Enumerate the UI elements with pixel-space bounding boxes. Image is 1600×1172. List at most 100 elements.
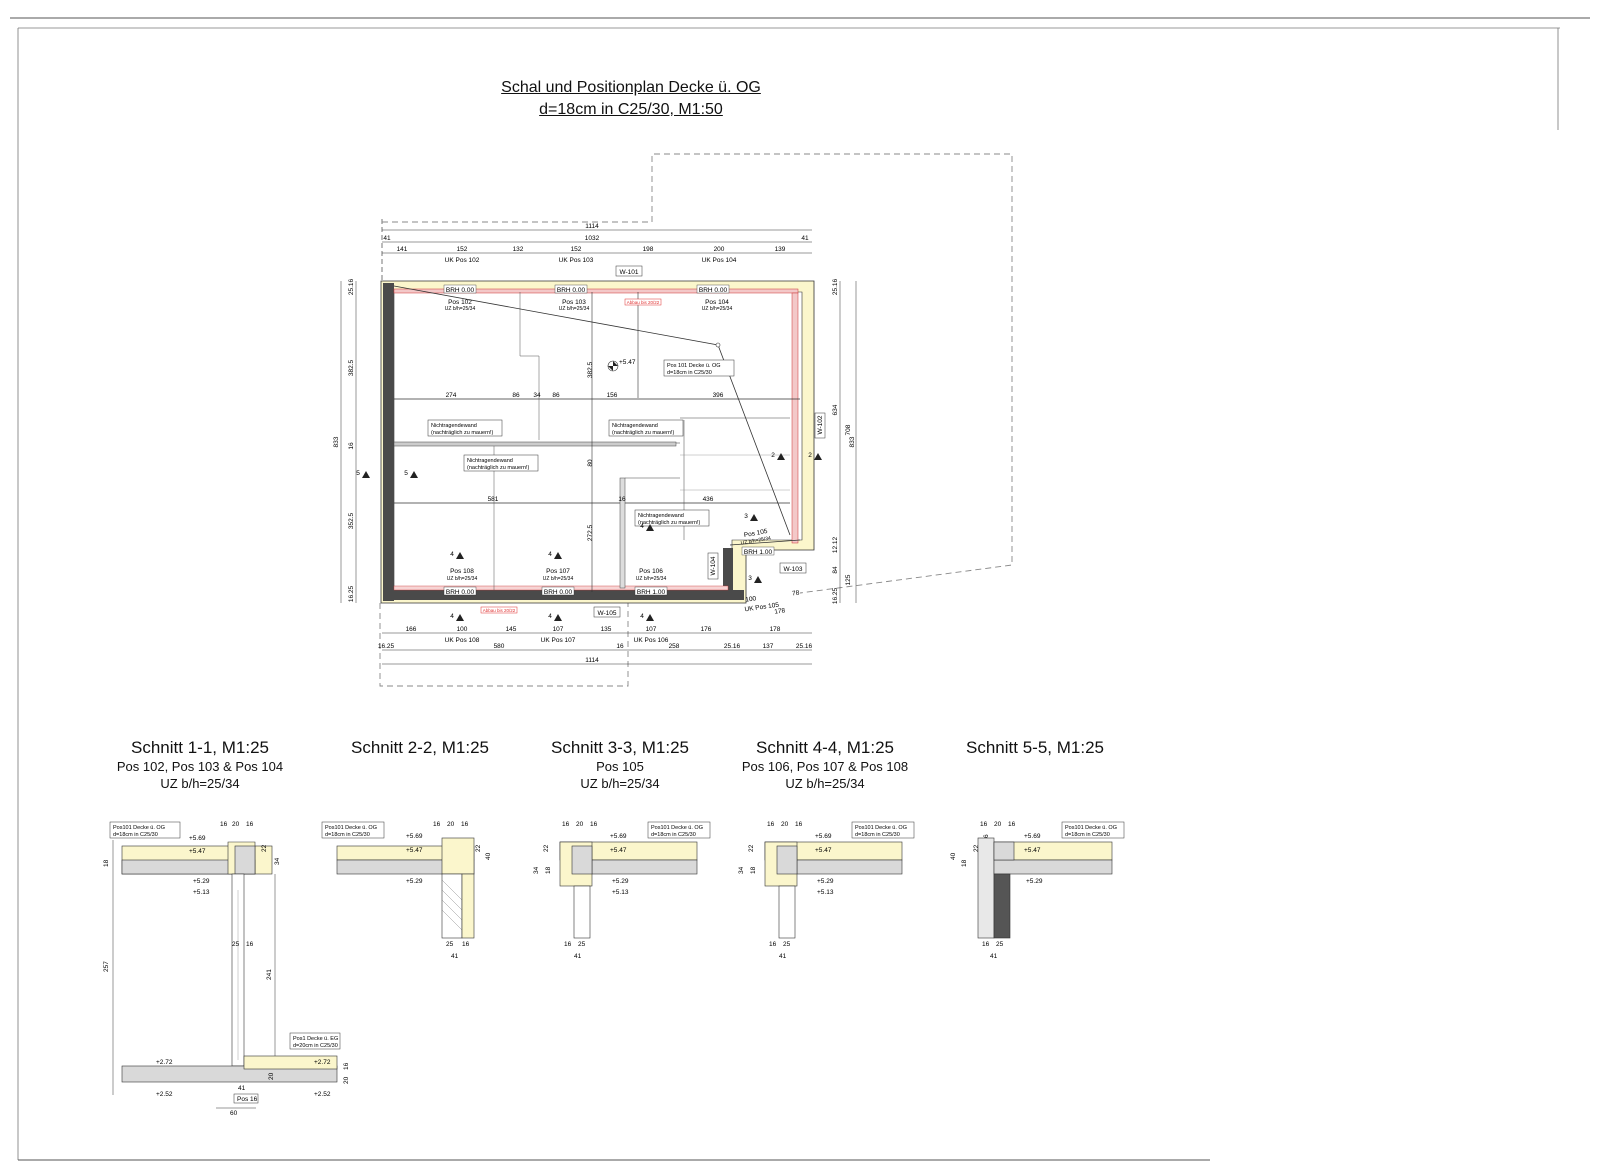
s4-d16b: 16 — [795, 821, 803, 828]
s1-lvl-g2: +2.52 — [156, 1091, 173, 1098]
dim-row2-2: 436 — [703, 496, 714, 503]
s1-slab-2: d=18cm in C25/30 — [113, 832, 158, 838]
section-marker-label-7: 4 — [450, 613, 454, 620]
s1-ground-2: d=20cm in C25/30 — [293, 1043, 338, 1049]
section-3-heading: Schnitt 3-3, M1:25 Pos 105 UZ b/h=25/34 — [515, 737, 725, 792]
uk-top-2: UK Pos 103 — [559, 257, 594, 264]
brh-bottom-1: BRH 0.00 — [446, 589, 475, 596]
dim-top-3: 152 — [571, 246, 582, 253]
s3-lvl-under: +5.29 — [612, 878, 629, 885]
dim-row1-5: 396 — [713, 392, 724, 399]
s1-lvl-beam: +5.13 — [193, 889, 210, 896]
nonbearing-d1: Nichtragendewand — [638, 513, 684, 519]
s1-lvl-under: +5.29 — [193, 878, 210, 885]
uk-top-1: UK Pos 102 — [445, 257, 480, 264]
red-note-1: Abbau bis 20/22 — [627, 300, 660, 305]
nonbearing-c1: Nichtragendewand — [467, 458, 513, 464]
s4-slab-1: Pos101 Decke ü. OG — [855, 825, 907, 831]
uk-bottom-2: UK Pos 107 — [541, 637, 576, 644]
dim-br-2: 78 — [792, 589, 801, 597]
pos-107: Pos 107 — [546, 568, 570, 575]
section-marker-label-11: 5 — [404, 470, 408, 477]
s1-lvl-g3: +2.72 — [314, 1059, 331, 1066]
section-1-sub1: Pos 102, Pos 103 & Pos 104 — [116, 759, 284, 774]
s5-d20: 20 — [994, 821, 1002, 828]
plan-title-line-1: Schal und Positionplan Decke ü. OG — [501, 79, 761, 96]
s5-d16c: 16 — [982, 941, 990, 948]
section-marker-arrow-icon — [754, 576, 762, 583]
dim-right-2: 708 — [845, 424, 852, 435]
s1-lvl-g1: +2.72 — [156, 1059, 173, 1066]
brh-top-2: BRH 0.00 — [557, 287, 586, 294]
s3-d41: 41 — [574, 953, 582, 960]
uk-bottom-1: UK Pos 108 — [445, 637, 480, 644]
brh-bottom-3: BRH 1.00 — [637, 589, 666, 596]
s1-d20c: 20 — [343, 1076, 350, 1084]
s3-d16a: 16 — [562, 821, 570, 828]
s1-d16b: 16 — [246, 821, 254, 828]
s4-lvl-mid: +5.47 — [815, 847, 832, 854]
pos-102: Pos 102 — [448, 299, 472, 306]
s3-lvl-beam: +5.13 — [612, 889, 629, 896]
pos-108-uz: UZ b/h=25/34 — [447, 576, 478, 582]
s2-lvl-top: +5.69 — [406, 833, 423, 840]
dim-top-1: 152 — [457, 246, 468, 253]
pos-105-uz: UZ b/h=25/34 — [740, 535, 771, 546]
dim-bottom-3: 107 — [553, 626, 564, 633]
section-marker-label-0: 2 — [771, 452, 775, 459]
pos-108: Pos 108 — [450, 568, 474, 575]
s3-d18: 18 — [545, 866, 552, 874]
section-marker-arrow-icon — [410, 471, 418, 478]
dim-bottom2-5: 137 — [763, 643, 774, 650]
section-4-title: Schnitt 4-4, M1:25 — [756, 738, 894, 757]
sections: Pos101 Decke ü. OG d=18cm in C25/30 +5.6… — [103, 821, 1125, 1117]
section-4-heading: Schnitt 4-4, M1:25 Pos 106, Pos 107 & Po… — [720, 737, 930, 792]
s3-d20: 20 — [576, 821, 584, 828]
dim-bottom-6: 176 — [701, 626, 712, 633]
s3-d25: 25 — [578, 941, 586, 948]
dim-br-1: 100 — [745, 595, 757, 603]
s4-lvl-beam: +5.13 — [817, 889, 834, 896]
s5-d22: 22 — [973, 844, 980, 852]
dim-bottom2-3: 258 — [669, 643, 680, 650]
section-4-4: Pos101 Decke ü. OG d=18cm in C25/30 +5.6… — [738, 821, 915, 960]
dim-bottom2-2: 16 — [616, 643, 624, 650]
dim-edge-left: 41 — [383, 235, 391, 242]
dim-bottom-2: 145 — [506, 626, 517, 633]
dim-top-2: 132 — [513, 246, 524, 253]
brh-top-1: BRH 0.00 — [446, 287, 475, 294]
s1-slab-1: Pos101 Decke ü. OG — [113, 825, 165, 831]
section-marker-arrow-icon — [777, 453, 785, 460]
dim-bottom-4: 135 — [601, 626, 612, 633]
s5-d41: 41 — [990, 953, 998, 960]
s4-lvl-top: +5.69 — [815, 833, 832, 840]
section-3-sub2: UZ b/h=25/34 — [580, 776, 660, 791]
dim-top-6: 139 — [775, 246, 786, 253]
section-4-sub2: UZ b/h=25/34 — [785, 776, 865, 791]
s5-lvl-top: +5.69 — [1024, 833, 1041, 840]
s5-d18: 18 — [961, 859, 968, 867]
s2-slab-1: Pos101 Decke ü. OG — [325, 825, 377, 831]
s4-d34: 34 — [738, 866, 745, 874]
s1-d241: 241 — [266, 969, 273, 980]
dim-br-3: 178 — [774, 607, 786, 615]
pos-104: Pos 104 — [705, 299, 729, 306]
dim-right-0: 25.16 — [832, 278, 839, 295]
wall-tag-w101: W-101 — [619, 269, 638, 276]
s3-d16b: 16 — [590, 821, 598, 828]
dim-v-3: 272.5 — [587, 524, 594, 541]
nonbearing-b2: (nachträglich zu mauern!) — [612, 430, 675, 436]
wall-tag-w102: W-102 — [817, 415, 824, 434]
s1-lvl-top: +5.69 — [189, 835, 206, 842]
section-3-3: Pos101 Decke ü. OG d=18cm in C25/30 +5.6… — [533, 821, 711, 960]
s1-d34: 34 — [274, 857, 281, 865]
dim-right-4: 84 — [832, 566, 839, 574]
section-marker-arrow-icon — [646, 524, 654, 531]
section-marker-label-4: 4 — [450, 551, 454, 558]
s1-d16c: 16 — [246, 941, 254, 948]
s3-slab-2: d=18cm in C25/30 — [651, 832, 696, 838]
red-note-2: Abbau bis 20/22 — [483, 608, 516, 613]
s3-d22: 22 — [543, 844, 550, 852]
s4-d41: 41 — [779, 953, 787, 960]
s4-d16a: 16 — [767, 821, 775, 828]
